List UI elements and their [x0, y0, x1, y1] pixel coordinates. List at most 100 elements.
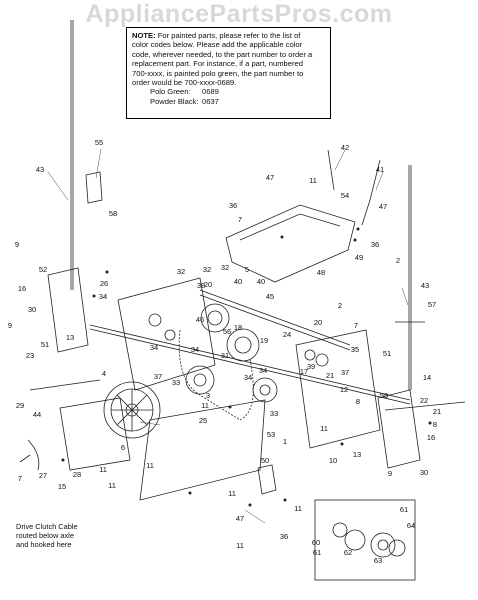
callout-label-18: 18 [234, 323, 242, 332]
note-line: 700-xxxx, is painted polo green, the par… [132, 68, 304, 78]
callout-label-37: 37 [154, 372, 162, 381]
callout-label-46: 46 [196, 315, 204, 324]
callout-label-60: 60 [312, 538, 320, 547]
callout-label-7: 7 [18, 474, 22, 483]
callout-label-48: 48 [317, 268, 325, 277]
callout-label-8: 8 [356, 397, 360, 406]
color-code: 0637 [202, 96, 219, 106]
frame-plate [59, 397, 131, 471]
callout-label-21: 21 [433, 407, 441, 416]
callout-label-9: 9 [388, 469, 392, 478]
color-code-note: NOTE: For painted parts, please refer to… [126, 27, 331, 119]
sprocket-upper [200, 303, 230, 333]
inset-gear [344, 529, 366, 551]
color-code: 0689 [202, 87, 219, 97]
callout-label-47: 47 [236, 514, 244, 523]
callout-label-52: 52 [39, 265, 47, 274]
callout-label-8: 8 [433, 420, 437, 429]
callout-label-58: 58 [109, 209, 117, 218]
color-code-row: Polo Green: 0689 [132, 87, 325, 96]
callout-label-23: 23 [26, 351, 34, 360]
callout-label-28: 28 [73, 470, 81, 479]
callout-label-11: 11 [108, 481, 116, 490]
callout-label-51: 51 [383, 349, 391, 358]
callout-label-39: 39 [307, 362, 315, 371]
callout-label-45: 45 [266, 292, 274, 301]
callout-label-19: 19 [260, 336, 268, 345]
callout-label-47: 47 [379, 202, 387, 211]
callout-label-30: 30 [28, 305, 36, 314]
callout-label-34: 34 [99, 292, 107, 301]
top-cover-plate [225, 204, 356, 283]
callout-label-36: 36 [280, 532, 288, 541]
note-line: color codes below. Please add the applic… [132, 40, 303, 50]
callout-label-64: 64 [407, 521, 415, 530]
callout-label-34: 34 [191, 345, 199, 354]
callout-label-54: 54 [341, 191, 349, 200]
callout-label-43: 43 [36, 165, 44, 174]
callout-label-61: 61 [400, 505, 408, 514]
note-lead: NOTE: [132, 31, 156, 40]
right-gearcase-plate [295, 329, 381, 449]
bearing-2 [164, 329, 176, 341]
left-side-plate [47, 267, 89, 353]
callout-label-63: 63 [374, 556, 382, 565]
callout-label-20: 20 [314, 318, 322, 327]
callout-label-9: 9 [15, 240, 19, 249]
callout-label-11: 11 [236, 541, 244, 550]
left-gearcase-plate [117, 277, 216, 391]
note-line: code, wherever needed, to the part numbe… [132, 49, 313, 59]
callout-label-2: 2 [338, 301, 342, 310]
caption-line: and hooked here [16, 540, 72, 550]
sprocket-mid [226, 328, 260, 362]
bottom-pan [139, 399, 266, 501]
inset-hub [370, 532, 396, 558]
callout-label-47: 47 [266, 173, 274, 182]
cable-right [361, 159, 381, 226]
color-name: Polo Green: [150, 87, 191, 97]
callout-label-13: 13 [66, 333, 74, 342]
bearing-1 [148, 313, 162, 327]
callout-label-33: 33 [270, 409, 278, 418]
callout-label-34: 34 [244, 373, 252, 382]
callout-label-30: 30 [420, 468, 428, 477]
caption-line: routed below axle [16, 531, 74, 541]
callout-label-40: 40 [234, 277, 242, 286]
callout-label-40: 40 [257, 277, 265, 286]
cable-left [327, 149, 335, 191]
inset-sprocket [332, 522, 348, 538]
note-line: order would be 700-xxxx-0689. [132, 78, 237, 88]
hex-shaft [199, 289, 351, 346]
callout-label-59: 59 [380, 391, 388, 400]
callout-label-32: 32 [177, 267, 185, 276]
callout-label-51: 51 [41, 340, 49, 349]
callout-label-15: 15 [58, 482, 66, 491]
callout-label-33: 33 [172, 378, 180, 387]
bracket-50 [257, 464, 277, 495]
callout-label-9: 9 [8, 321, 12, 330]
callout-label-16: 16 [18, 284, 26, 293]
callout-label-49: 49 [355, 253, 363, 262]
callout-label-43: 43 [421, 281, 429, 290]
color-code-row: Powder Black: 0637 [132, 97, 325, 106]
inset-disc [388, 539, 406, 557]
watermark: AppliancePartsPros.com [85, 0, 393, 28]
spring-27 [27, 439, 40, 471]
callout-label-17: 17 [300, 367, 308, 376]
callout-label-7: 7 [238, 215, 242, 224]
bracket-58 [85, 171, 103, 204]
callout-label-11: 11 [146, 461, 154, 470]
callout-label-22: 22 [420, 396, 428, 405]
callout-label-11: 11 [228, 489, 236, 498]
bearing-3 [304, 349, 316, 361]
callout-label-10: 10 [329, 456, 337, 465]
callout-label-34: 34 [259, 366, 267, 375]
callout-label-38: 38 [197, 281, 205, 290]
right-side-plate [377, 389, 421, 469]
friction-wheel [103, 381, 161, 439]
callout-label-37: 37 [341, 368, 349, 377]
callout-label-32: 32 [203, 265, 211, 274]
callout-label-41: 41 [376, 165, 384, 174]
